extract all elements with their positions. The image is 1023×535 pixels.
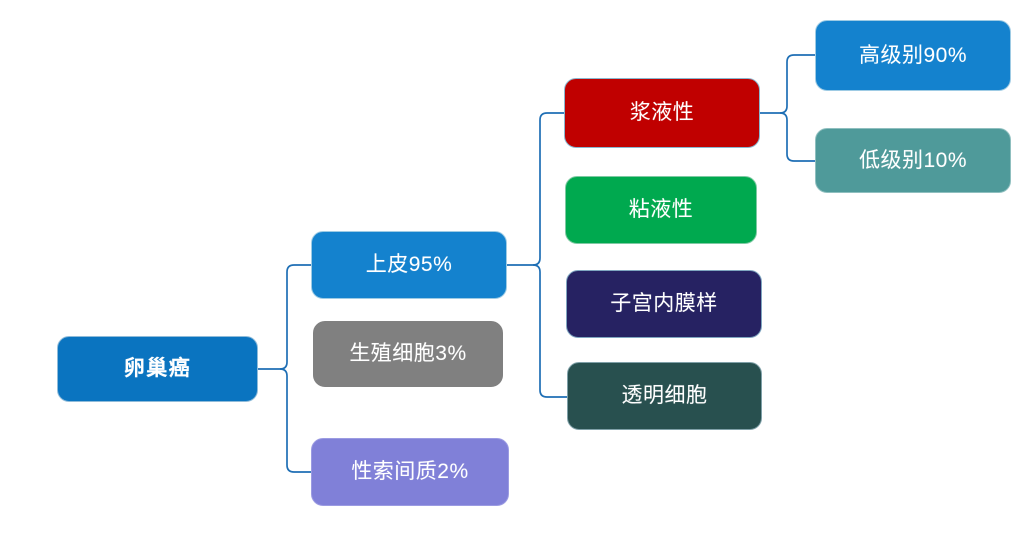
node-high-grade[interactable]: 高级别90% bbox=[815, 20, 1011, 91]
node-mucinous[interactable]: 粘液性 bbox=[565, 176, 757, 244]
node-label-mucinous: 粘液性 bbox=[628, 198, 694, 222]
connector-epithelial-to-level3 bbox=[507, 112, 567, 398]
node-low-grade[interactable]: 低级别10% bbox=[815, 128, 1011, 193]
node-serous[interactable]: 浆液性 bbox=[564, 78, 760, 148]
node-label-serous: 浆液性 bbox=[629, 101, 695, 125]
node-label-endometrioid: 子宫内膜样 bbox=[610, 292, 718, 316]
node-label-low-grade: 低级别10% bbox=[858, 148, 968, 172]
node-clear-cell[interactable]: 透明细胞 bbox=[567, 362, 762, 430]
node-label-epithelial: 上皮95% bbox=[365, 253, 453, 277]
node-epithelial[interactable]: 上皮95% bbox=[311, 231, 507, 299]
connector-serous-to-level4 bbox=[760, 54, 815, 162]
connector-root-to-level2 bbox=[258, 264, 311, 473]
node-ovarian-cancer[interactable]: 卵巢癌 bbox=[57, 336, 258, 402]
node-label-high-grade: 高级别90% bbox=[858, 43, 968, 67]
node-germ-cell[interactable]: 生殖细胞3% bbox=[313, 321, 503, 387]
node-label-sex-cord-stromal: 性索间质2% bbox=[351, 460, 469, 484]
node-label-ovarian-cancer: 卵巢癌 bbox=[123, 356, 192, 381]
node-endometrioid[interactable]: 子宫内膜样 bbox=[566, 270, 762, 338]
node-label-clear-cell: 透明细胞 bbox=[621, 384, 708, 408]
node-sex-cord-stromal[interactable]: 性索间质2% bbox=[311, 438, 509, 506]
node-label-germ-cell: 生殖细胞3% bbox=[349, 342, 467, 366]
